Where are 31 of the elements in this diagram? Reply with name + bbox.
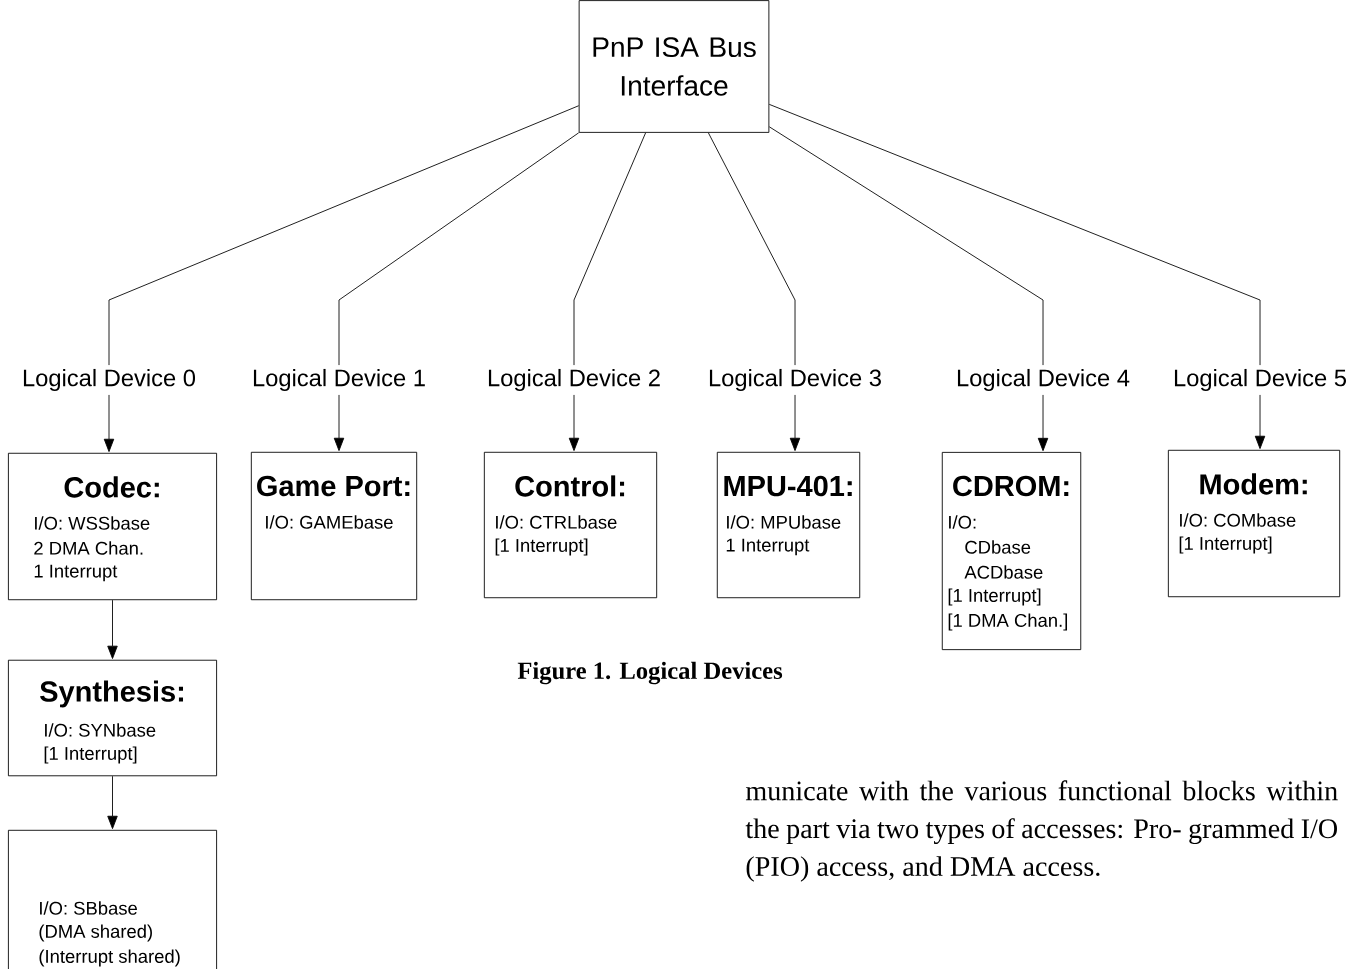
device-box: Game Port: I/O: GAMEbase xyxy=(250,451,418,601)
device-label: Logical Device 4 xyxy=(957,368,1130,392)
interface-box: PnP ISA Bus Interface xyxy=(578,0,770,133)
arrow xyxy=(1254,394,1266,450)
connector-line xyxy=(707,132,796,366)
device-box: Synthesis: I/O: SYNbase [1 Interrupt] xyxy=(7,659,218,777)
connector-line xyxy=(108,105,580,366)
device-box: CDROM: I/O: CDbase ACDbase [1 Interrupt] [1 DMA Chan.] xyxy=(941,451,1082,651)
arrow xyxy=(1037,394,1049,452)
connector-line xyxy=(768,126,1044,366)
arrow xyxy=(103,394,115,453)
arrow xyxy=(789,394,801,452)
device-label: Logical Device 3 xyxy=(709,368,881,392)
arrow xyxy=(107,775,118,830)
arrow xyxy=(107,599,118,659)
connector-line xyxy=(573,132,647,366)
device-box: Control: I/O: CTRLbase [1 Interrupt] xyxy=(483,451,658,599)
connector-line xyxy=(768,103,1261,366)
figure-caption: Figure 1. Logical Devices xyxy=(517,661,783,685)
connector-line xyxy=(338,132,580,366)
device-box: MPU-401: I/O: MPUbase 1 Interrupt xyxy=(716,451,861,599)
device-label: Logical Device 2 xyxy=(488,368,660,392)
arrow xyxy=(568,394,580,452)
device-label: Logical Device 5 xyxy=(1174,368,1346,392)
arrow xyxy=(333,394,345,452)
device-label: Logical Device 0 xyxy=(23,368,196,392)
paragraph: municate with the various functional blocks within the part via two types of accesses: Pro- grammed I/O (PIO) access, and DMA access. xyxy=(745,780,1338,882)
device-box: Modem: I/O: COMbase [1 Interrupt] xyxy=(1167,449,1341,598)
device-label: Logical Device 1 xyxy=(253,368,425,392)
device-box: Codec: I/O: WSSbase 2 DMA Chan. 1 Interrupt xyxy=(7,452,218,601)
device-box: I/O: SBbase (DMA shared) (Interrupt shared) xyxy=(7,829,218,969)
